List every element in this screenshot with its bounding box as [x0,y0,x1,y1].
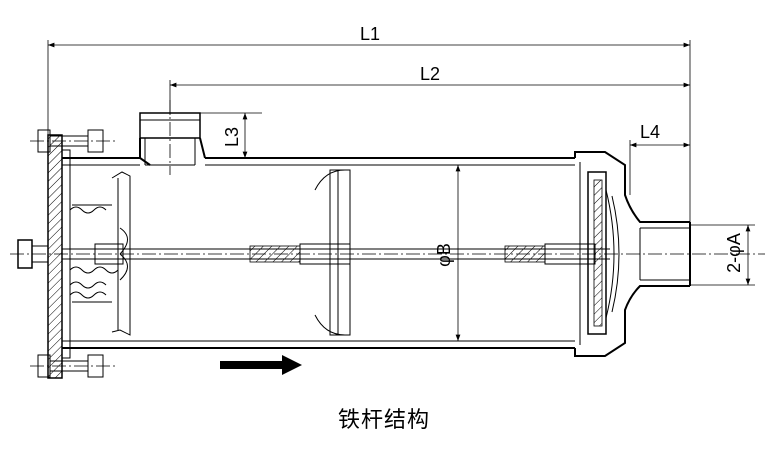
right-end-cap [574,151,691,357]
dimension-l1: L1 [47,24,691,225]
dimension-l4: L4 [629,122,690,195]
dim-label-l4: L4 [640,122,660,142]
inlet-nozzle [139,100,206,175]
dimension-l3: L3 [200,112,262,159]
dim-label-l2: L2 [420,64,440,84]
dim-label-l1: L1 [360,24,380,44]
dimension-b: φB [434,165,461,341]
vessel-shell [47,134,575,379]
figure-caption: 铁杆结构 [337,408,430,433]
dim-label-a: 2-φA [724,233,744,273]
middle-support [314,169,351,336]
left-bracket [69,171,131,336]
dimension-l2: L2 [169,64,690,115]
bolts [17,129,115,378]
center-rod [10,243,765,265]
dimension-a: 2-φA [690,224,755,286]
dim-label-l3: L3 [222,127,242,147]
flow-arrow [220,355,302,375]
dim-label-b: φB [434,243,454,267]
